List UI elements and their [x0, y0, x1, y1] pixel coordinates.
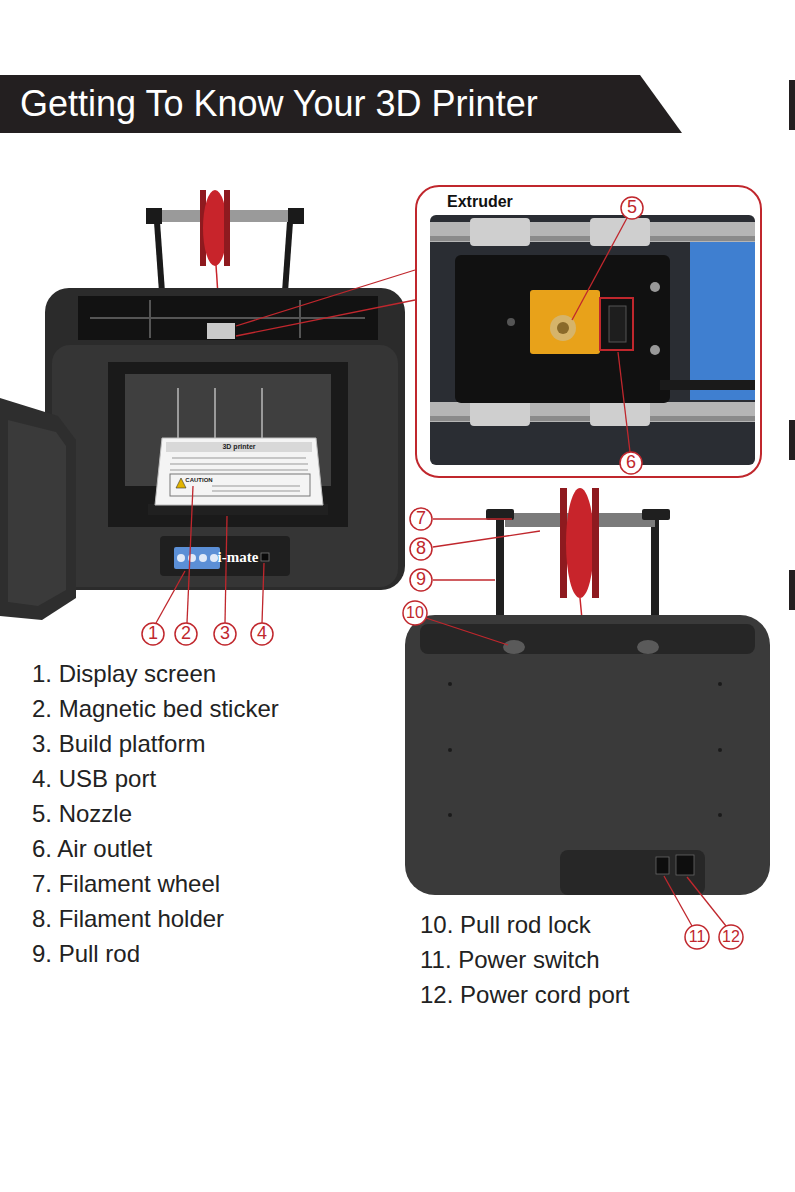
- extruder-photo: [430, 215, 755, 465]
- callout-number: 6: [626, 452, 636, 474]
- part-name: 2. Magnetic bed sticker: [32, 695, 279, 724]
- title-banner: [0, 75, 682, 133]
- part-name: 6. Air outlet: [32, 835, 152, 864]
- callout-number: 7: [416, 508, 426, 530]
- inset-heading: Extruder: [447, 192, 513, 211]
- sticker-text: 3D printer: [222, 443, 255, 451]
- callout-number: 3: [220, 623, 230, 645]
- callout-circles: [142, 197, 743, 949]
- part-name: 9. Pull rod: [32, 940, 140, 969]
- sticker-text: CAUTION: [185, 477, 212, 484]
- zoom-line: [236, 300, 415, 336]
- part-name: 5. Nozzle: [32, 800, 132, 829]
- callout-number: 10: [406, 603, 424, 622]
- page-title: Getting To Know Your 3D Printer: [20, 82, 538, 125]
- callout-number: 11: [689, 927, 706, 946]
- callout-number: 2: [181, 623, 191, 645]
- callout-number: 1: [148, 623, 158, 645]
- part-name: 1. Display screen: [32, 660, 216, 689]
- part-name: 8. Filament holder: [32, 905, 224, 934]
- part-name: 3. Build platform: [32, 730, 205, 759]
- leader-lines: [156, 218, 726, 926]
- front-printer: [0, 190, 405, 620]
- back-printer: [405, 488, 770, 895]
- callout-number: 8: [416, 538, 426, 560]
- inset-frame: Extruder: [415, 185, 762, 478]
- brand-logo: i-mate: [218, 548, 259, 566]
- part-name: 7. Filament wheel: [32, 870, 220, 899]
- part-name: 11. Power switch: [420, 946, 600, 975]
- callout-number: 4: [257, 623, 267, 645]
- callout-number: 12: [722, 927, 740, 946]
- edge-mark: [789, 420, 795, 460]
- edge-mark: [789, 80, 795, 130]
- part-name: 10. Pull rod lock: [420, 911, 591, 940]
- callout-number: 5: [627, 197, 637, 219]
- part-name: 12. Power cord port: [420, 981, 629, 1010]
- callout-number: 9: [416, 569, 426, 591]
- edge-mark: [789, 570, 795, 610]
- part-name: 4. USB port: [32, 765, 156, 794]
